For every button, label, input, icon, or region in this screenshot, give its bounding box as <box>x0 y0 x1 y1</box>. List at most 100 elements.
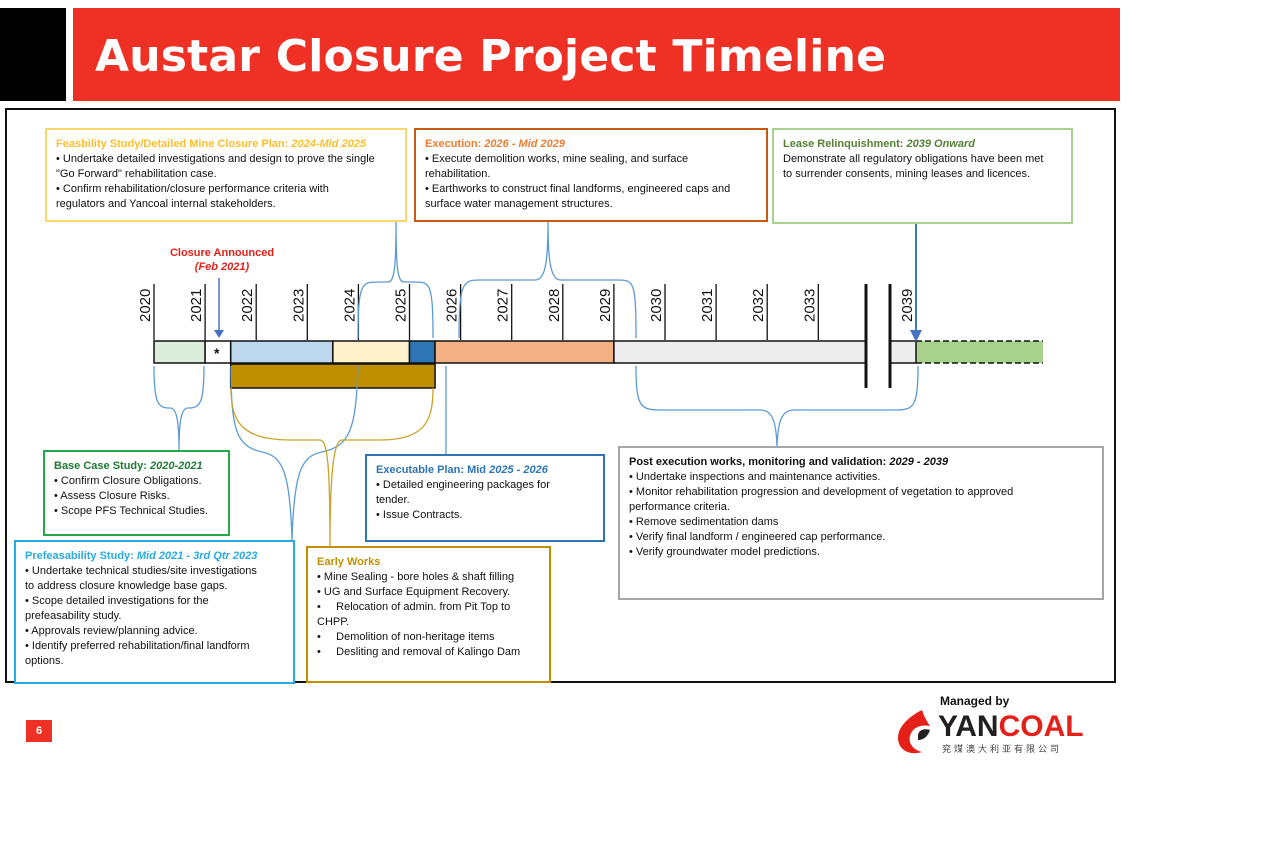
diagram-frame <box>5 108 1116 683</box>
lease-heading: Lease Relinquishment: 2039 Onward <box>783 137 1062 152</box>
page-title: Austar Closure Project Timeline <box>95 31 887 82</box>
yancoal-logo-icon <box>898 710 930 754</box>
execution-period: 2026 - Mid 2029 <box>484 138 566 150</box>
base-case-title: Base Case Study: <box>54 460 150 472</box>
lease-period: 2039 Onward <box>906 138 975 150</box>
base-case-line: • Scope PFS Technical Studies. <box>54 505 209 517</box>
post-execution-title: Post execution works, monitoring and val… <box>629 456 890 468</box>
prefeasibility-brace <box>230 365 359 541</box>
prefeasibility-line: • Undertake technical studies/site inves… <box>25 565 257 577</box>
year-label: 2033 <box>801 289 818 322</box>
prefeasibility-title: Prefeasability Study: <box>25 550 137 562</box>
year-label: 2023 <box>290 289 307 322</box>
early-works-heading: Early Works <box>317 556 381 568</box>
executable-plan-line: • Issue Contracts. <box>376 509 463 521</box>
year-label: 2030 <box>648 289 665 322</box>
year-label: 2032 <box>750 289 767 322</box>
post-execution-line: • Verify final landform / engineered cap… <box>629 531 886 543</box>
bar-post-execution-after-break <box>889 340 917 364</box>
managed-by-label: Managed by <box>940 694 1010 708</box>
prefeasibility-heading: Prefeasability Study: Mid 2021 - 3rd Qtr… <box>25 549 284 564</box>
prefeasibility-line: • Scope detailed investigations for the <box>25 595 209 607</box>
lease-box: Lease Relinquishment: 2039 Onward Demons… <box>772 128 1073 224</box>
logo-right: COAL <box>998 710 1084 743</box>
prefeasibility-line: • Identify preferred rehabilitation/fina… <box>25 640 250 652</box>
execution-line: rehabilitation. <box>425 168 491 180</box>
post-execution-heading: Post execution works, monitoring and val… <box>629 455 1093 470</box>
prefeasibility-line: • Approvals review/planning advice. <box>25 625 198 637</box>
execution-box: Execution: 2026 - Mid 2029 • Execute dem… <box>414 128 768 222</box>
base-case-line: • Confirm Closure Obligations. <box>54 475 202 487</box>
lease-line: to surrender consents, mining leases and… <box>783 168 1031 180</box>
year-label: 2021 <box>188 289 205 322</box>
execution-line: surface water management structures. <box>425 198 613 210</box>
early-works-line: • Relocation of admin. from Pit Top to <box>317 601 511 613</box>
year-label: 2028 <box>546 289 563 322</box>
executable-plan-line: tender. <box>376 494 410 506</box>
early-works-line: • Mine Sealing - bore holes & shaft fill… <box>317 571 515 583</box>
year-label: 2026 <box>444 289 461 322</box>
execution-title: Execution: <box>425 138 485 150</box>
early-works-line: • UG and Surface Equipment Recovery. <box>317 586 511 598</box>
post-execution-line: • Remove sedimentation dams <box>629 516 779 528</box>
closure-announced-date: (Feb 2021) <box>194 261 250 273</box>
base-case-box: Base Case Study: 2020-2021 • Confirm Clo… <box>43 450 230 536</box>
closure-marker: * <box>214 345 220 361</box>
executable-plan-period: 2025 - 2026 <box>489 464 548 476</box>
executable-plan-title: Executable Plan: Mid <box>376 464 490 476</box>
bar-early-works <box>229 363 436 389</box>
year-label: 2039 <box>899 289 916 322</box>
prefeasibility-line: options. <box>25 655 64 667</box>
year-label: 2025 <box>393 289 410 322</box>
execution-heading: Execution: 2026 - Mid 2029 <box>425 137 757 152</box>
feasibility-heading: Feasbility Study/Detailed Mine Closure P… <box>56 137 396 152</box>
post-execution-line: • Undertake inspections and maintenance … <box>629 471 881 483</box>
bar-prefeasibility <box>229 340 334 364</box>
feasibility-line: • Undertake detailed investigations and … <box>56 153 375 165</box>
lease-title: Lease Relinquishment: <box>783 138 907 150</box>
feasibility-line: "Go Forward" rehabilitation case. <box>56 168 217 180</box>
prefeasibility-box: Prefeasability Study: Mid 2021 - 3rd Qtr… <box>14 540 295 684</box>
feasibility-period: 2024-Mid 2025 <box>291 138 366 150</box>
year-label: 2031 <box>699 289 716 322</box>
closure-announced-label: Closure Announced <box>169 247 275 259</box>
bar-base-case <box>153 340 206 364</box>
yancoal-logo-text: YANCOAL <box>938 711 1084 743</box>
base-case-heading: Base Case Study: 2020-2021 <box>54 459 219 474</box>
post-execution-line: performance criteria. <box>629 501 730 513</box>
early-works-line: CHPP. <box>317 616 350 628</box>
feasibility-box: Feasbility Study/Detailed Mine Closure P… <box>45 128 407 222</box>
base-case-line: • Assess Closure Risks. <box>54 490 170 502</box>
executable-plan-line: • Detailed engineering packages for <box>376 479 550 491</box>
prefeasibility-line: prefeasability study. <box>25 610 122 622</box>
year-label: 2027 <box>495 289 512 322</box>
execution-line: • Earthworks to construct final landform… <box>425 183 731 195</box>
prefeasibility-line: to address closure knowledge base gaps. <box>25 580 228 592</box>
post-execution-period: 2029 - 2039 <box>889 456 949 468</box>
bar-feasibility <box>332 340 411 364</box>
title-accent-block <box>0 8 66 101</box>
post-execution-brace <box>635 365 919 447</box>
closure-announced-annotation: Closure Announced (Feb 2021) <box>160 246 284 274</box>
feasibility-line: • Confirm rehabilitation/closure perform… <box>56 183 329 195</box>
bar-executable-plan <box>408 340 436 364</box>
year-label: 2020 <box>137 289 154 322</box>
executable-plan-box: Executable Plan: Mid 2025 - 2026 • Detai… <box>365 454 605 542</box>
year-label: 2029 <box>597 289 614 322</box>
title-bar: Austar Closure Project Timeline <box>73 8 1120 101</box>
logo-left: YAN <box>938 710 999 743</box>
bar-execution <box>434 340 615 364</box>
execution-line: • Execute demolition works, mine sealing… <box>425 153 689 165</box>
year-label: 2024 <box>341 289 358 322</box>
lease-line: Demonstrate all regulatory obligations h… <box>783 153 1044 165</box>
closure-arrowhead <box>214 330 224 338</box>
execution-brace <box>458 221 637 339</box>
feasibility-line: regulators and Yancoal internal stakehol… <box>56 198 276 210</box>
bar-post-execution <box>613 340 867 364</box>
post-execution-line: • Monitor rehabilitation progression and… <box>629 486 1014 498</box>
year-label: 2022 <box>239 289 256 322</box>
early-works-line: • Demolition of non-heritage items <box>317 631 495 643</box>
base-case-period: 2020-2021 <box>149 460 203 472</box>
early-works-line: • Desliting and removal of Kalingo Dam <box>317 646 521 658</box>
feasibility-brace <box>357 221 434 339</box>
